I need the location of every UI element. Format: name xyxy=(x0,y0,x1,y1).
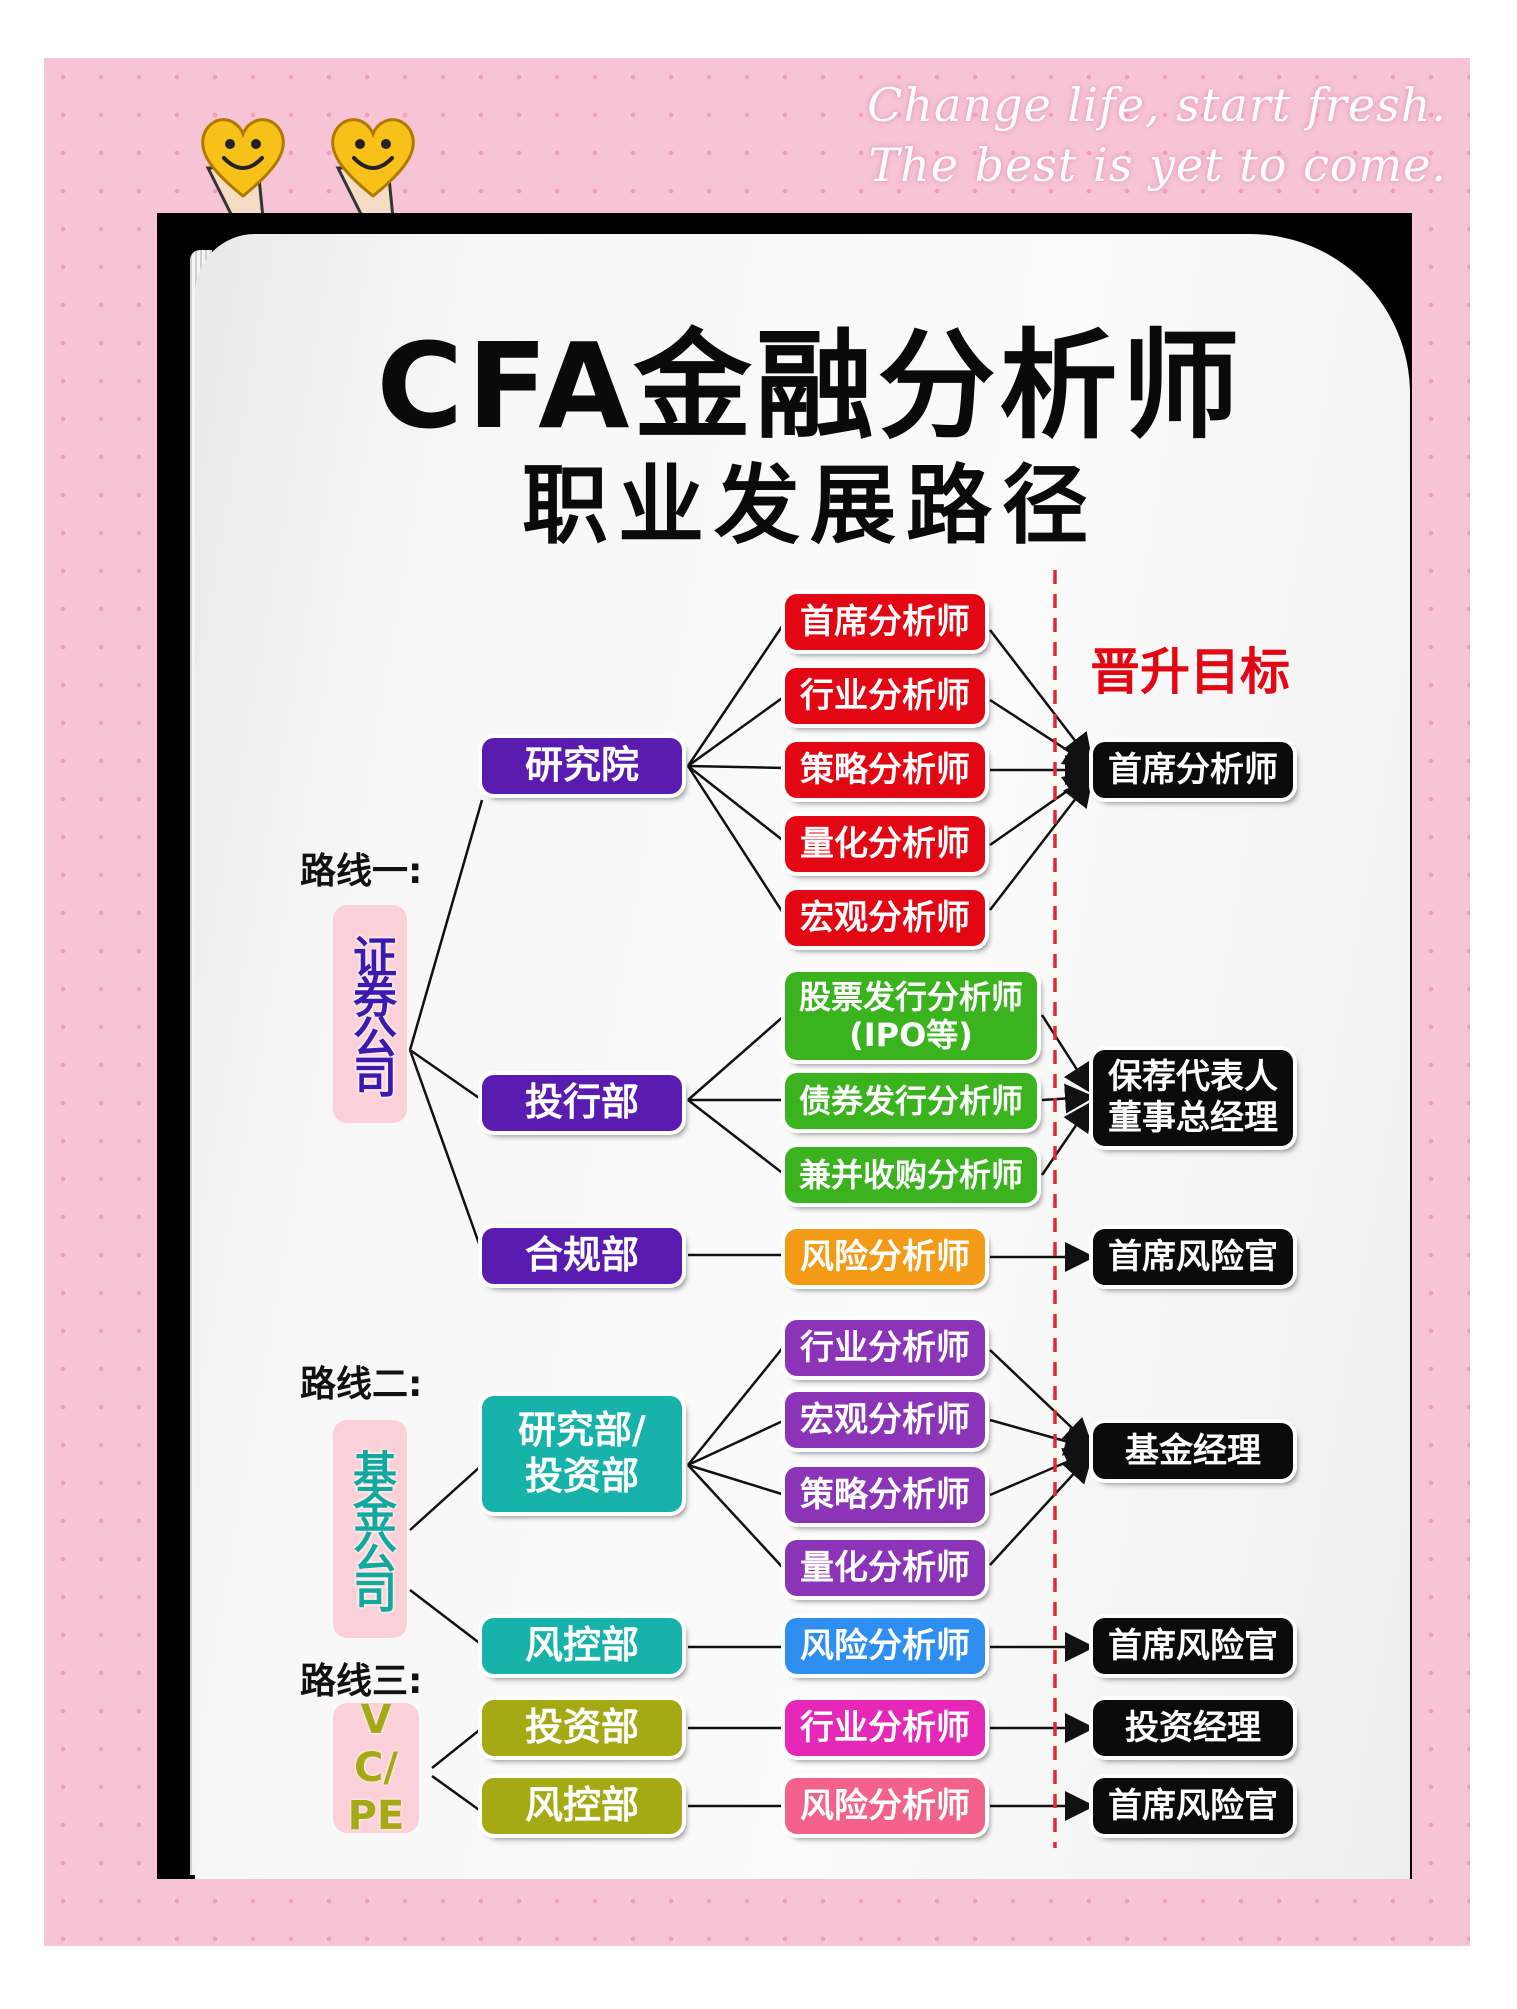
role-ipo-analyst: 股票发行分析师 (IPO等) xyxy=(785,972,1037,1060)
dept-vc-invest: 投资部 xyxy=(482,1700,682,1756)
dept-research-institute: 研究院 xyxy=(482,738,682,794)
goal-chief-risk-officer: 首席风险官 xyxy=(1093,1778,1293,1834)
role-chief-analyst: 首席分析师 xyxy=(785,594,985,650)
company-vcpe: VC/ PE xyxy=(347,1697,405,1839)
goal-sponsor-md: 保荐代表人 董事总经理 xyxy=(1093,1050,1293,1146)
smiley-heart-clip-icon xyxy=(331,118,415,218)
goal-header: 晋升目标 xyxy=(1090,643,1290,701)
dept-compliance: 合规部 xyxy=(482,1228,682,1284)
role-quant-analyst: 量化分析师 xyxy=(785,816,985,872)
goal-chief-risk-officer: 首席风险官 xyxy=(1093,1618,1293,1674)
route-3-label: 路线三: xyxy=(300,1661,423,1702)
role-risk-analyst: 风险分析师 xyxy=(785,1778,985,1834)
role-industry-analyst: 行业分析师 xyxy=(785,668,985,724)
goal-investment-manager: 投资经理 xyxy=(1093,1700,1293,1756)
page-title: CFA金融分析师 xyxy=(376,317,1244,455)
role-macro-analyst: 宏观分析师 xyxy=(785,1392,985,1448)
role-risk-analyst: 风险分析师 xyxy=(785,1618,985,1674)
role-strategy-analyst: 策略分析师 xyxy=(785,742,985,798)
role-ma-analyst: 兼并收购分析师 xyxy=(785,1147,1037,1203)
goal-fund-manager: 基金经理 xyxy=(1093,1423,1293,1479)
dept-fund-risk: 风控部 xyxy=(482,1618,682,1674)
role-industry-analyst: 行业分析师 xyxy=(785,1320,985,1376)
smiley-heart-clip-icon xyxy=(201,118,285,218)
route-1-label: 路线一: xyxy=(300,851,423,892)
company-securities-badge: 证券公司 xyxy=(333,905,407,1123)
role-bond-analyst: 债券发行分析师 xyxy=(785,1073,1037,1129)
dept-fund-research: 研究部/ 投资部 xyxy=(482,1396,682,1512)
tagline-line2: The best is yet to come. xyxy=(868,138,1447,192)
role-strategy-analyst: 策略分析师 xyxy=(785,1467,985,1523)
company-securities: 证券公司 xyxy=(345,934,396,1094)
company-vcpe-badge: VC/ PE xyxy=(333,1697,419,1839)
page-subtitle: 职业发展路径 xyxy=(522,456,1098,556)
goal-chief-analyst: 首席分析师 xyxy=(1093,742,1293,798)
role-macro-analyst: 宏观分析师 xyxy=(785,890,985,946)
tagline-line1: Change life, start fresh. xyxy=(867,78,1447,132)
role-quant-analyst: 量化分析师 xyxy=(785,1540,985,1596)
company-fund-badge: 基金公司 xyxy=(333,1420,407,1638)
company-fund: 基金公司 xyxy=(345,1449,396,1609)
role-industry-analyst: 行业分析师 xyxy=(785,1700,985,1756)
route-2-label: 路线二: xyxy=(300,1364,423,1405)
role-risk-analyst: 风险分析师 xyxy=(785,1229,985,1285)
goal-chief-risk-officer: 首席风险官 xyxy=(1093,1229,1293,1285)
dept-investment-banking: 投行部 xyxy=(482,1075,682,1131)
dept-vc-risk: 风控部 xyxy=(482,1778,682,1834)
